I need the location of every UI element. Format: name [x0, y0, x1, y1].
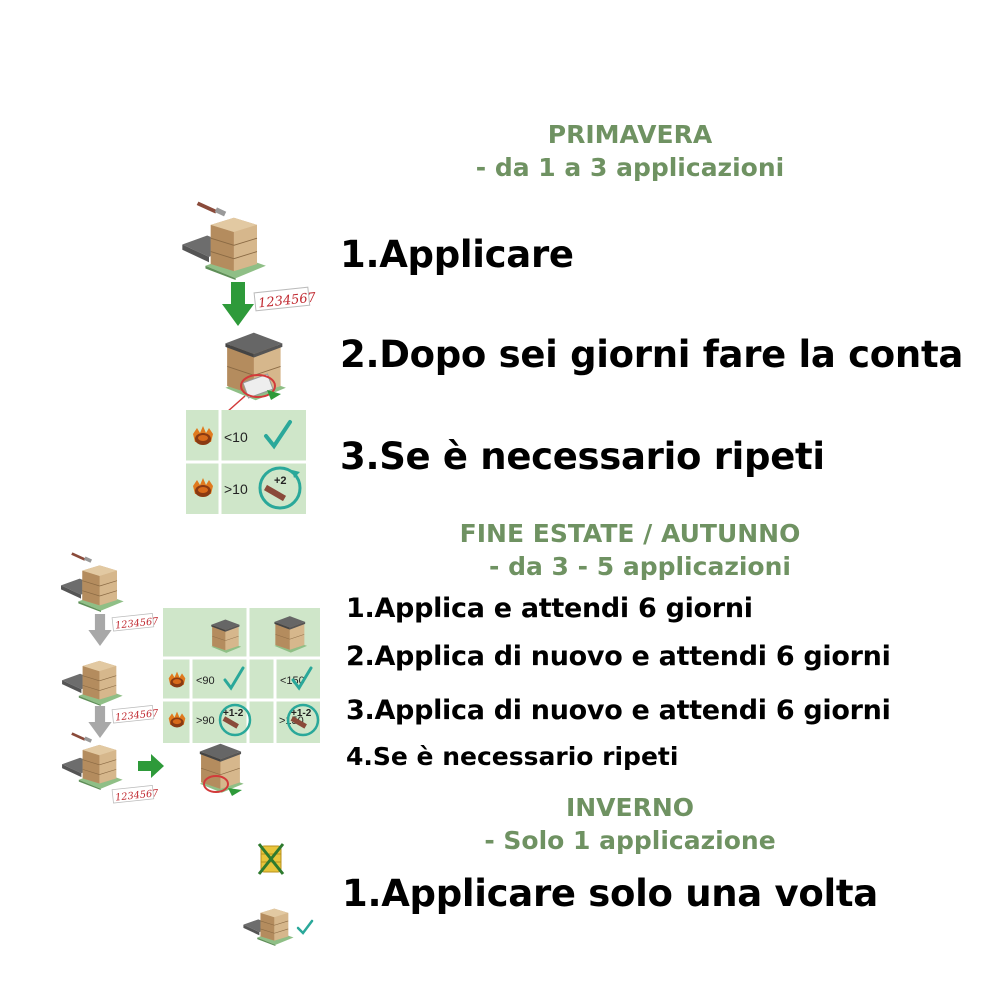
spring-step-1: 1.Applicare: [340, 233, 574, 276]
autumn-repeat-badge-2: +1-2: [291, 708, 312, 719]
autumn-step-2: 2.Applica di nuovo e attendi 6 giorni: [346, 641, 891, 672]
autumn-count-low-1: <90: [196, 675, 215, 687]
winter-subtitle: - Solo 1 applicazione: [484, 826, 776, 855]
applicator-icon: [70, 730, 94, 748]
svg-text:1234567: 1234567: [115, 708, 160, 724]
autumn-step-4: 4.Se è necessario ripeti: [346, 742, 679, 771]
spring-counter: 1234567: [258, 290, 318, 311]
tray-highlight-icon: [226, 373, 281, 413]
down-arrow-icon: [88, 614, 112, 646]
check-icon: [264, 420, 292, 450]
check-icon: [296, 919, 314, 935]
winter-step-1: 1.Applicare solo una volta: [342, 872, 878, 915]
applicator-icon: [70, 550, 94, 568]
autumn-count-grid: <90 <150 >90 >150 +1-2 +1-2: [163, 608, 320, 743]
repeat-circle-icon: +2: [258, 466, 302, 510]
down-arrow-icon: [88, 706, 112, 738]
autumn-subtitle: - da 3 - 5 applicazioni: [489, 552, 791, 581]
applicator-icon: [195, 198, 229, 224]
hive-icon: [240, 898, 298, 946]
counter-strip-icon: 1234567: [111, 785, 160, 804]
repeat-circle-icon: +1-2: [218, 703, 252, 737]
check-icon: [223, 666, 245, 691]
hive-icon: [58, 648, 128, 706]
spring-repeat-badge: +2: [274, 475, 287, 487]
right-arrow-icon: [138, 754, 164, 778]
autumn-repeat-badge-1: +1-2: [223, 708, 244, 719]
autumn-counter: 1234567: [115, 616, 160, 632]
spring-count-low: <10: [224, 429, 248, 445]
counter-strip-icon: 1234567: [253, 286, 317, 311]
spring-count-grid: <10 >10 +2: [186, 410, 306, 514]
check-icon: [291, 666, 313, 691]
spring-subtitle: - da 1 a 3 applicazioni: [475, 153, 785, 182]
autumn-step-3: 3.Applica di nuovo e attendi 6 giorni: [346, 695, 891, 726]
autumn-title: FINE ESTATE / AUTUNNO: [459, 519, 801, 548]
counter-strip-icon: 1234567: [111, 613, 160, 632]
spring-title: PRIMAVERA: [547, 120, 713, 149]
repeat-circle-icon: +1-2: [286, 703, 320, 737]
spring-step-2: 2.Dopo sei giorni fare la conta: [340, 333, 964, 376]
down-arrow-icon: [222, 282, 254, 326]
counter-strip-icon: 1234567: [111, 705, 160, 724]
spring-step-3: 3.Se è necessario ripeti: [340, 435, 825, 478]
autumn-step-1: 1.Applica e attendi 6 giorni: [346, 593, 753, 624]
spring-count-high: >10: [224, 481, 248, 497]
winter-title: INVERNO: [565, 793, 695, 822]
tray-highlight-icon: [203, 775, 242, 796]
autumn-count-high-1: >90: [196, 715, 215, 727]
crossed-feeder-icon: [257, 843, 285, 875]
svg-text:1234567: 1234567: [115, 788, 160, 804]
